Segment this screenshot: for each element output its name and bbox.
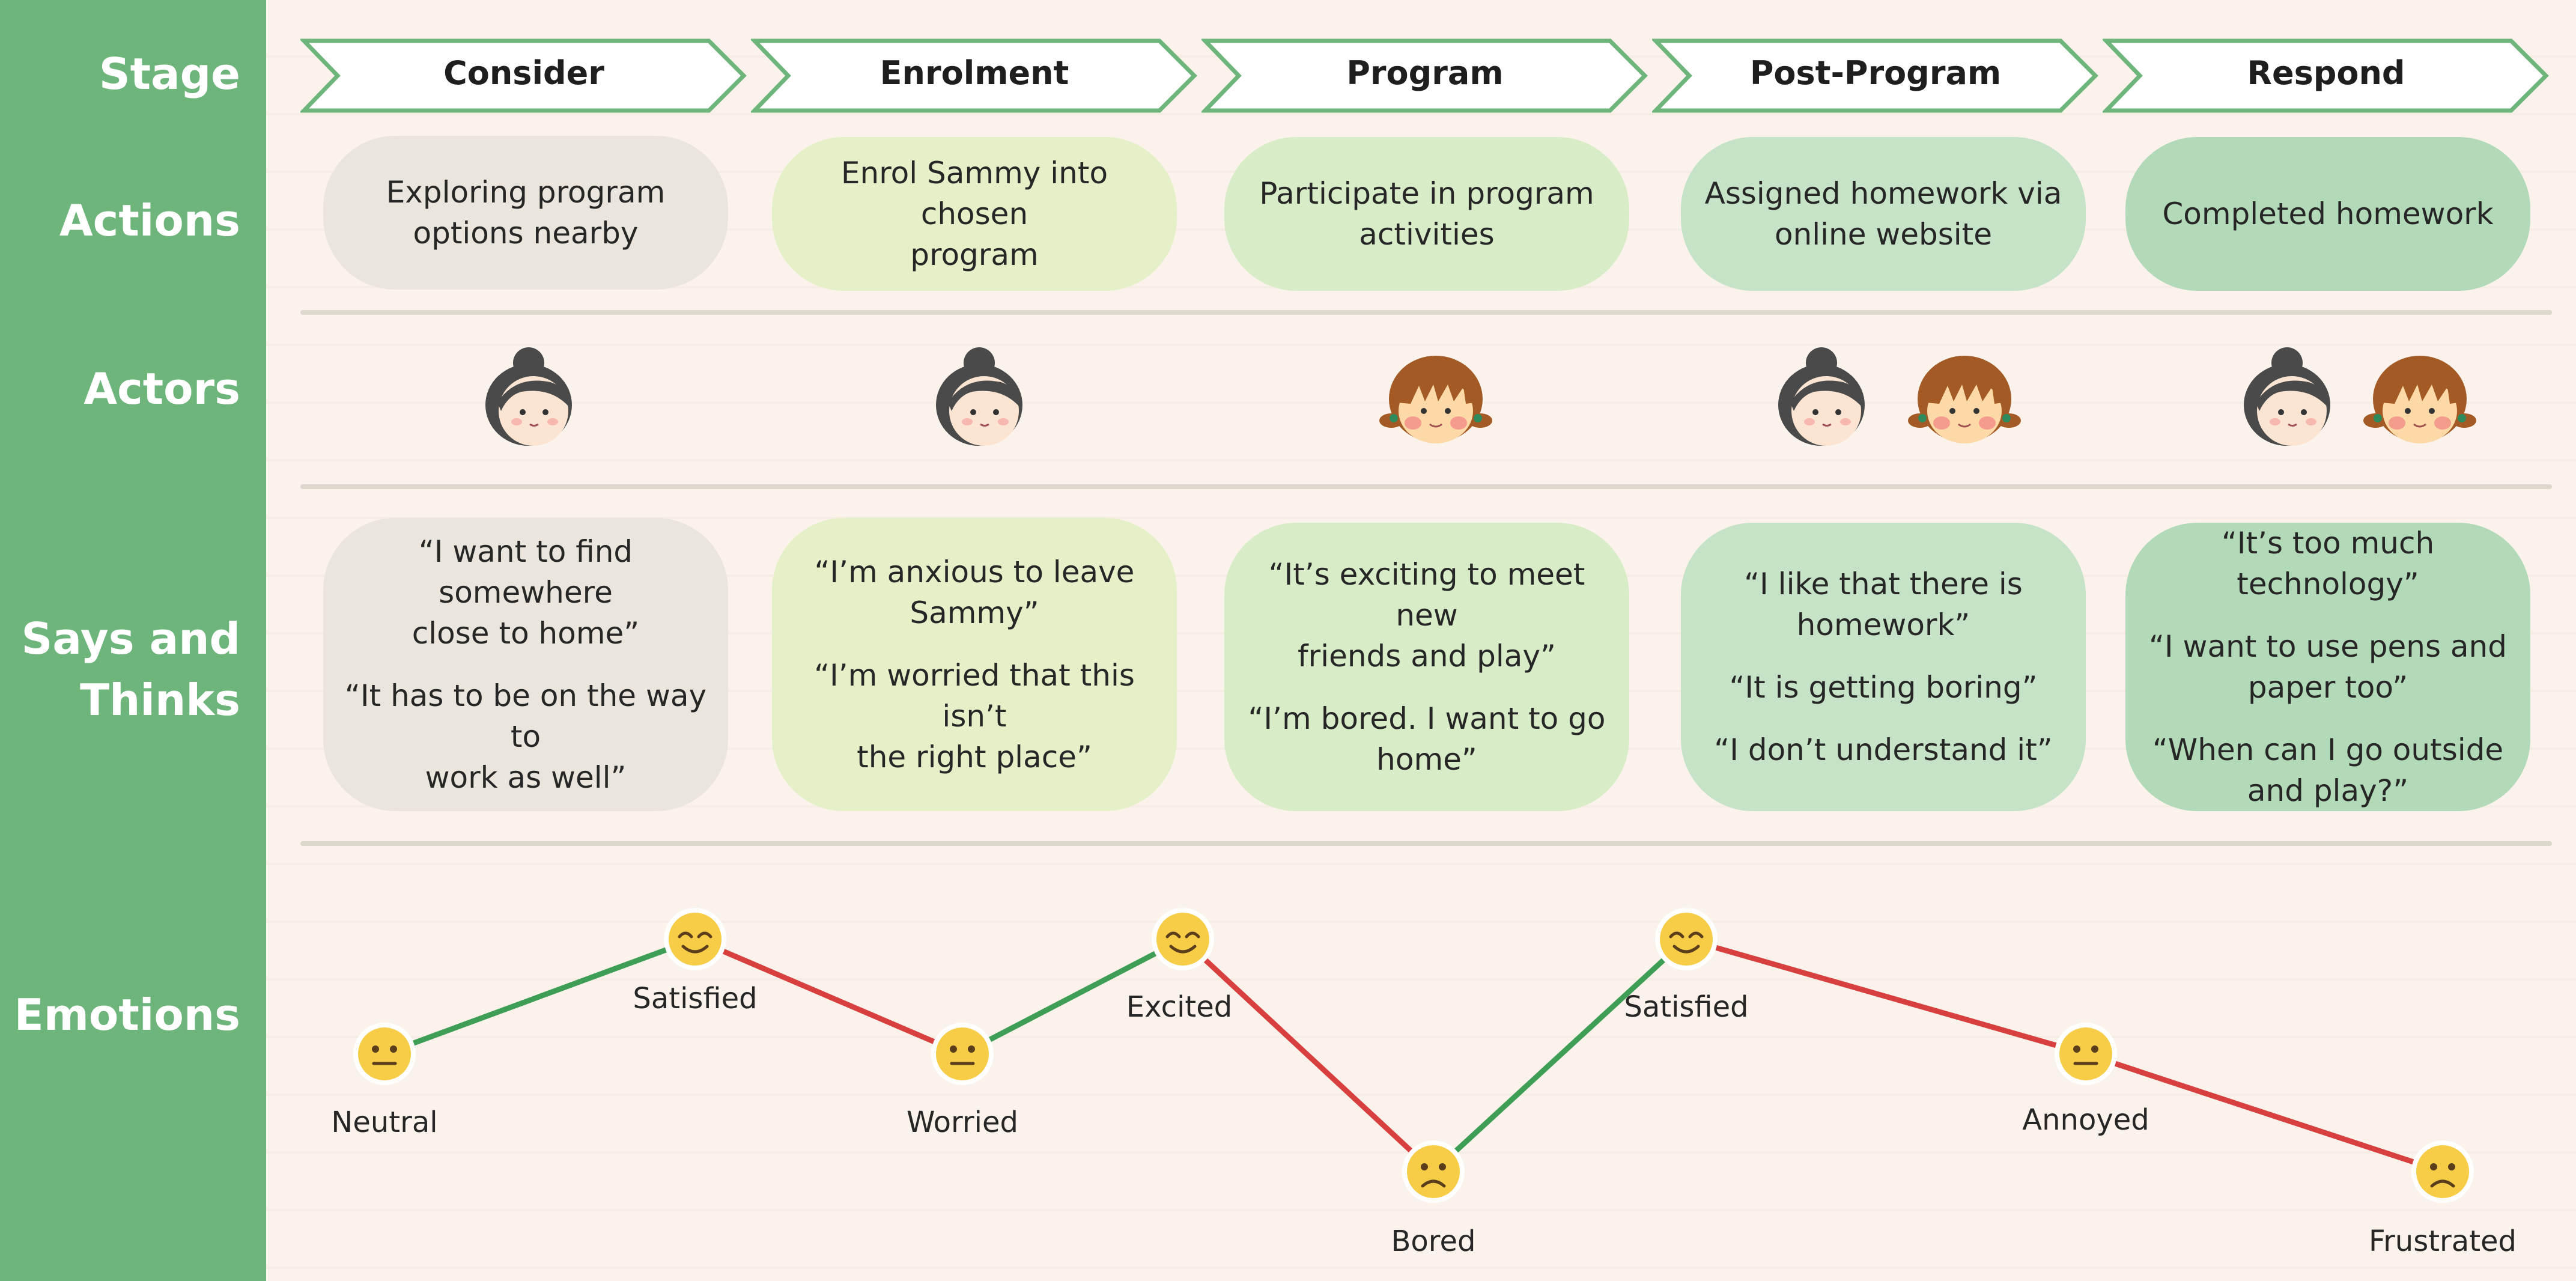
- happy-face-icon: [664, 908, 726, 970]
- child-avatar-icon: [1379, 356, 1492, 443]
- quote-text: friends and play”: [1298, 639, 1556, 674]
- emotion-fall-segment: [2083, 1051, 2446, 1175]
- quote-text: “It’s exciting to meet new: [1268, 557, 1585, 633]
- action-card: Assigned homework via online website: [1681, 137, 2086, 291]
- quote-text: Sammy”: [910, 595, 1039, 630]
- stage-chevron: [300, 38, 747, 113]
- stage-label: Program: [1346, 54, 1504, 92]
- quote-text: homework”: [1796, 607, 1970, 642]
- quote-text: “It has to be on the way to: [344, 678, 707, 754]
- action-text: options nearby: [413, 216, 639, 251]
- quote-text: “It’s too much technology”: [2221, 526, 2435, 601]
- row-label-actions: Actions: [59, 195, 240, 246]
- quote-text: and play?”: [2247, 773, 2409, 808]
- quote-text: the right place”: [857, 740, 1092, 774]
- emotion-label: Bored: [1391, 1225, 1476, 1258]
- emotion-label: Annoyed: [2022, 1103, 2149, 1137]
- neutral-face-icon: [931, 1023, 994, 1085]
- quote-text: “I like that there is: [1744, 567, 2023, 601]
- action-card: Participate in program activities: [1224, 137, 1629, 291]
- quote-text: close to home”: [412, 616, 640, 651]
- quote-text: “I’m anxious to leave: [814, 555, 1135, 589]
- stage-label: Consider: [443, 54, 604, 92]
- stage-label: Post-Program: [1749, 54, 2002, 92]
- row-label-says-line2: Thinks: [79, 675, 240, 725]
- quote-text: “I’m bored. I want to go: [1248, 701, 1606, 736]
- parent-avatar-icon: [2244, 347, 2330, 446]
- quote-text: home”: [1376, 742, 1477, 777]
- emotion-label: Satisfied: [1624, 990, 1749, 1024]
- stage-chevron: [1201, 38, 1648, 113]
- quote-text: “I want to use pens and: [2149, 629, 2507, 664]
- emotion-label: Neutral: [331, 1106, 438, 1139]
- sad-face-icon: [1402, 1140, 1465, 1203]
- action-text: Participate in program: [1259, 176, 1594, 211]
- neutral-face-icon: [353, 1023, 416, 1085]
- row-divider: [300, 484, 2552, 489]
- sad-face-icon: [2411, 1140, 2474, 1203]
- happy-face-icon: [1655, 908, 1718, 970]
- emotion-label: Worried: [907, 1106, 1018, 1139]
- parent-avatar-icon: [1778, 347, 1865, 446]
- action-card: Enrol Sammy into chosen program: [772, 137, 1177, 291]
- emotion-rise-segment: [959, 936, 1186, 1057]
- emotion-rise-segment: [1430, 936, 1689, 1175]
- child-avatar-icon: [1908, 356, 2021, 443]
- row-label-sidebar: [0, 0, 266, 1281]
- says-card: “It’s too much technology” “I want to use…: [2125, 523, 2530, 811]
- row-divider: [300, 841, 2552, 846]
- action-text: Completed homework: [2162, 196, 2494, 231]
- action-card: Completed homework: [2125, 137, 2530, 291]
- parent-avatar-icon: [485, 347, 572, 446]
- emotion-fall-segment: [692, 936, 965, 1057]
- parent-avatar-icon: [936, 347, 1022, 446]
- emotion-fall-segment: [1180, 936, 1436, 1175]
- says-card: “I want to find somewhere close to home” “…: [323, 518, 728, 811]
- row-label-says-line1: Says and: [21, 613, 240, 664]
- row-label-actors: Actors: [84, 364, 240, 414]
- child-avatar-icon: [2363, 356, 2476, 443]
- emotion-label: Frustrated: [2368, 1225, 2517, 1258]
- stage-label: Enrolment: [879, 54, 1069, 92]
- quote-text: “It is getting boring”: [1729, 670, 2038, 705]
- action-text: Enrol Sammy into chosen: [840, 156, 1108, 231]
- quote-text: “I’m worried that this isn’t: [814, 658, 1135, 734]
- quote-text: “I don’t understand it”: [1714, 732, 2053, 767]
- row-label-emotions: Emotions: [14, 990, 240, 1040]
- happy-face-icon: [1152, 908, 1214, 970]
- stage-chevron: [1652, 38, 2098, 113]
- quote-text: paper too”: [2247, 670, 2408, 705]
- says-card: “I like that there is homework” “It is get…: [1681, 523, 2086, 811]
- emotion-label: Satisfied: [633, 982, 758, 1015]
- action-text: program: [910, 237, 1039, 272]
- row-divider: [300, 310, 2552, 315]
- stage-chevron: [2103, 38, 2549, 113]
- action-text: Exploring program: [386, 175, 666, 210]
- quote-text: “When can I go outside: [2152, 732, 2504, 767]
- neutral-face-icon: [2055, 1023, 2117, 1085]
- action-text: activities: [1359, 217, 1495, 252]
- stage-label: Respond: [2247, 54, 2405, 92]
- row-label-stage: Stage: [99, 49, 240, 99]
- action-text: Assigned homework via: [1704, 176, 2062, 211]
- emotion-rise-segment: [381, 936, 698, 1057]
- quote-text: work as well”: [425, 760, 627, 795]
- emotion-label: Excited: [1126, 990, 1233, 1024]
- action-text: online website: [1774, 217, 1993, 252]
- quote-text: “I want to find somewhere: [418, 534, 633, 610]
- action-card: Exploring program options nearby: [323, 136, 728, 290]
- stage-chevron: [751, 38, 1197, 113]
- emotion-fall-segment: [1683, 936, 2089, 1057]
- says-card: “It’s exciting to meet new friends and pl…: [1224, 523, 1629, 811]
